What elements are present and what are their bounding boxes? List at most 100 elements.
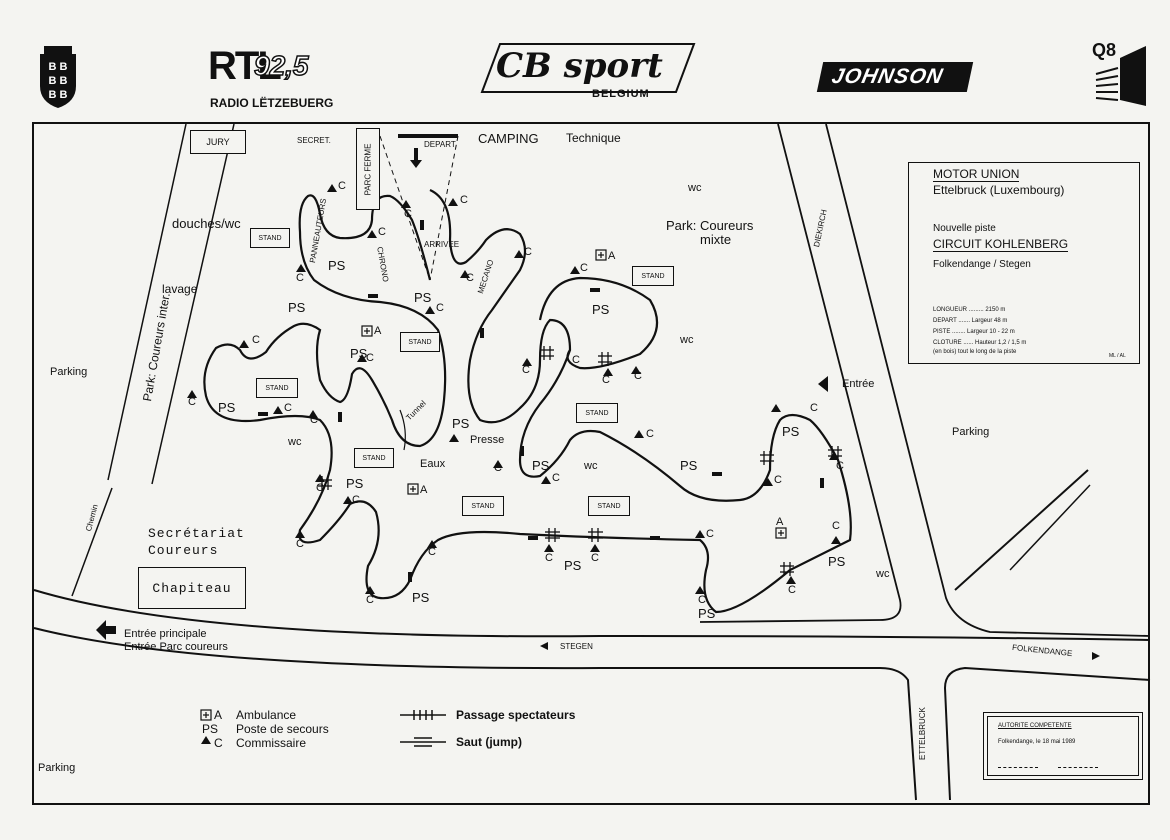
park-coureurs-mixte-1: Park: Coureurs (666, 218, 754, 233)
legend-ps-symbol: PS (202, 722, 219, 736)
svg-text:B B: B B (49, 75, 68, 87)
race-track-loop (538, 276, 659, 370)
secretariat-label-1: Secrétariat (148, 526, 245, 541)
wc-left-label: wc (680, 334, 694, 346)
c-marker: C (494, 462, 502, 474)
ps-marker: PS (592, 302, 610, 317)
legend-symbols (201, 736, 211, 744)
rtl-subtitle: RADIO LËTZEBUERG (210, 96, 334, 110)
ps-marker: PS (452, 416, 470, 431)
start-width: DEPART ....... Largeur 48 m (933, 318, 1008, 324)
wc-mid-label: wc (288, 436, 302, 448)
cb-sport-main: CB sport (496, 46, 663, 86)
riders-entrance-label: Entrée Parc coureurs (124, 641, 228, 653)
q8-text: Q8 (1092, 40, 1117, 60)
secretariat-top-label: SECRET. (297, 136, 331, 145)
stegen-arrow (540, 642, 548, 650)
ps-marker: PS (828, 554, 846, 569)
new-track-label: Nouvelle piste (933, 223, 996, 234)
ps-marker: PS (532, 458, 550, 473)
rtl-logo: RTL 92,5 RADIO LËTZEBUERG (208, 44, 338, 114)
parking-left-label: Parking (50, 366, 88, 378)
road-right-diagonal-a (699, 123, 902, 623)
crossing-3 (588, 528, 603, 542)
ps-marker: PS (698, 606, 716, 621)
crossing-2 (545, 528, 560, 542)
fence-height: CLOTURE ...... Hauteur 1,2 / 1,5 m (933, 340, 1027, 346)
ps-marker: PS (564, 558, 582, 573)
road-rail-2 (1009, 484, 1091, 571)
c-marker: C (428, 546, 436, 558)
c-marker: C (352, 494, 360, 506)
c-marker: C (774, 474, 782, 486)
c-marker: C (545, 552, 553, 564)
c-marker: C (366, 352, 374, 364)
tunnel-arc (399, 409, 406, 451)
stand-box: STAND (632, 266, 674, 286)
track-width: PISTE ........ Largeur 10 - 22 m (933, 329, 1015, 335)
a-marker: A (608, 250, 616, 262)
stand-box: STAND (256, 378, 298, 398)
c-marker: C (296, 272, 304, 284)
chapiteau-box: Chapiteau (138, 567, 246, 609)
secretariat-label-2: Coureurs (148, 543, 219, 558)
stand-box: STAND (250, 228, 290, 248)
c-marker: C (580, 262, 588, 274)
ps-marker: PS (328, 258, 346, 273)
c-marker: C (810, 402, 818, 414)
c-marker: C (188, 396, 196, 408)
camping-label: CAMPING (478, 131, 539, 146)
stand-box: STAND (400, 332, 440, 352)
ambulance-markers (200, 249, 787, 721)
stand-box: STAND (462, 496, 504, 516)
stand-label: STAND (471, 502, 495, 510)
stand-label: STAND (362, 454, 386, 462)
circuit-location: Folkendange / Stegen (933, 259, 1031, 270)
c-marker: C (522, 364, 530, 376)
legend-passage-label: Passage spectateurs (456, 708, 576, 722)
chapiteau-label: Chapiteau (152, 580, 232, 596)
presse-label: Presse (470, 434, 505, 446)
folkendange-arrow (1092, 652, 1100, 660)
map-frame (32, 122, 1150, 805)
legend-c-symbol: C (214, 736, 223, 750)
start-dashed-right (429, 135, 459, 281)
authority-box: AUTORITE COMPETENTE Folkendange, le 18 m… (983, 712, 1143, 780)
track-length: LONGUEUR ......... 2150 m (933, 307, 1006, 313)
legend-crossing-symbol (400, 710, 446, 720)
c-marker: C (788, 584, 796, 596)
cb-sport-logo: CB sport BELGIUM (472, 36, 700, 106)
road-rail-1 (954, 469, 1089, 591)
svg-text:B B: B B (49, 61, 68, 73)
c-marker: C (460, 194, 468, 206)
road-right-diagonal-b (825, 123, 1151, 637)
ps-marker: PS (680, 458, 698, 473)
wc-top-label: wc (688, 182, 702, 194)
commissaire-triangles (187, 184, 841, 594)
stand-box: STAND (354, 448, 394, 468)
a-marker: A (776, 516, 784, 528)
fence-note: (en bois) tout le long de la piste (933, 349, 1017, 355)
ps-marker: PS (288, 300, 306, 315)
wc-center-label: wc (584, 460, 598, 472)
c-marker: C (310, 414, 318, 426)
rtl-frequency: 92,5 (253, 49, 309, 82)
rtl-main: RTL (208, 44, 282, 88)
parking-bottom-label: Parking (38, 762, 76, 774)
authority-title: AUTORITE COMPETENTE (998, 723, 1072, 729)
c-marker: C (366, 594, 374, 606)
c-marker: C (284, 402, 292, 414)
a-marker: A (374, 325, 382, 337)
stand-label: STAND (585, 409, 609, 417)
spectator-crossings (318, 346, 842, 576)
c-marker: C (524, 246, 532, 258)
stand-label: STAND (258, 234, 282, 242)
organizer-city: Ettelbruck (Luxembourg) (933, 183, 1065, 197)
ps-marker: PS (782, 424, 800, 439)
authority-date: Folkendange, le 18 mai 1989 (998, 739, 1076, 745)
depart-label: DEPART (424, 140, 456, 149)
svg-text:B B: B B (49, 89, 68, 101)
stand-label: STAND (408, 338, 432, 346)
stand-box: STAND (588, 496, 630, 516)
